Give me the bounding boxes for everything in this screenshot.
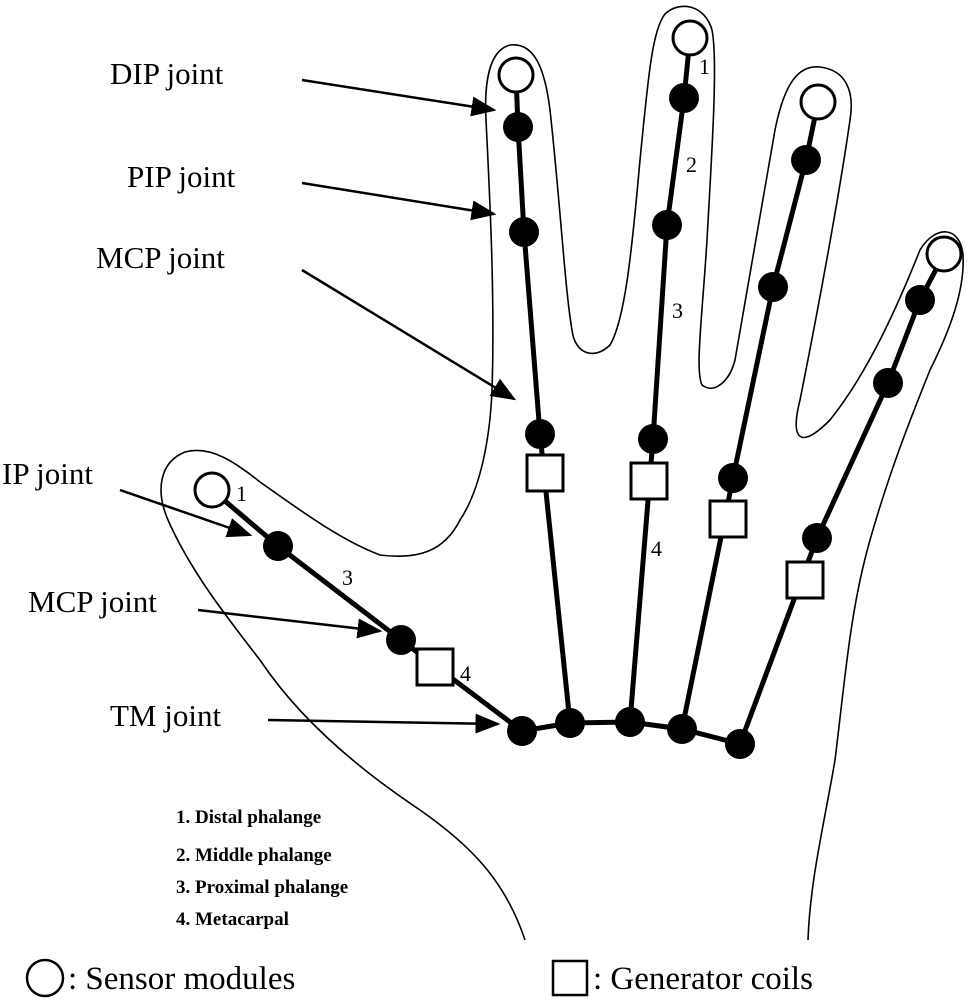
sensor-module [497, 56, 535, 94]
seg-num-thumb-distal: 1 [236, 481, 247, 506]
legend-item-metacarpal: 4. Metacarpal [176, 909, 289, 930]
joint-dot [791, 145, 821, 175]
joint-dot [507, 716, 537, 746]
label-pip-joint: PIP joint [127, 159, 236, 194]
arrow-pip [301, 181, 497, 221]
joint-dot [669, 83, 699, 113]
joint-dot [263, 531, 293, 561]
legend-item-distal: 1. Distal phalange [176, 807, 321, 828]
sensor-module [799, 83, 837, 121]
joint-dot [509, 217, 539, 247]
joint-dot [905, 285, 935, 315]
generator-coil [415, 647, 455, 687]
seg-num-thumb-proximal: 3 [342, 565, 353, 590]
arrow-mcp-finger [301, 268, 517, 401]
label-dip-joint: DIP joint [110, 56, 224, 91]
joint-dot [652, 210, 682, 240]
bone-lines [209, 35, 947, 747]
joint-dot [503, 112, 533, 142]
label-ip-joint: IP joint [2, 456, 93, 491]
legend-item-proximal: 3. Proximal phalange [176, 877, 348, 898]
label-mcp-thumb-joint: MCP joint [28, 584, 157, 619]
joint-dot [758, 272, 788, 302]
seg-num-middle-proximal: 3 [672, 298, 683, 323]
joint-dot [638, 424, 668, 454]
joint-dot [802, 523, 832, 553]
joint-dot [667, 714, 697, 744]
joint-dot [525, 419, 555, 449]
sensor-key-label: : Sensor modules [68, 961, 295, 997]
legend-item-middle: 2. Middle phalange [176, 845, 332, 866]
sensor-module [193, 471, 231, 509]
sensor-modules [193, 19, 963, 509]
joint-dot [555, 708, 585, 738]
generator-coils [415, 453, 825, 687]
seg-num-middle-middle: 2 [686, 152, 697, 177]
sensor-key-icon [25, 958, 65, 998]
label-tm-joint: TM joint [110, 698, 221, 733]
generator-coil [525, 453, 565, 493]
hand-outline [160, 5, 964, 941]
seg-num-middle-metacarpal: 4 [651, 536, 662, 561]
joint-dot [615, 707, 645, 737]
seg-num-middle-distal: 1 [699, 54, 710, 79]
sensor-module [925, 235, 963, 273]
seg-num-thumb-metacarpal: 4 [460, 661, 471, 686]
arrow-ip [119, 488, 253, 538]
joint-dot [386, 625, 416, 655]
generator-key-icon [551, 959, 589, 997]
generator-coil [629, 461, 669, 501]
generator-coil [785, 560, 825, 600]
joint-dot [725, 729, 755, 759]
arrow-tm [267, 713, 501, 734]
arrow-dip [301, 78, 497, 117]
label-mcp-finger-joint: MCP joint [96, 240, 225, 275]
joint-dot [718, 463, 748, 493]
sensor-module [671, 19, 709, 57]
joint-dot [873, 368, 903, 398]
generator-coil [708, 499, 748, 539]
joint-dots [263, 83, 935, 759]
generator-key-label: : Generator coils [593, 961, 813, 997]
arrow-mcp-thumb [197, 608, 383, 639]
